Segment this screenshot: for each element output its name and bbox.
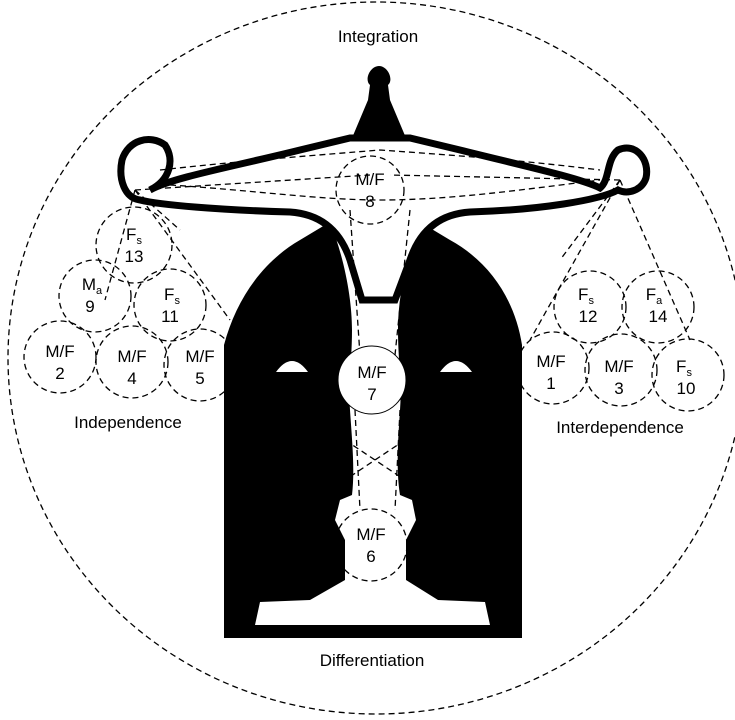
balance-beam [121,138,647,300]
node-6-num: 6 [366,547,375,566]
label-integration: Integration [338,27,418,46]
node-6-main: M/F [356,525,385,544]
node-circle-11 [134,269,206,341]
node-circle-13 [96,207,172,283]
node-14-num: 14 [649,307,668,326]
node-11-main: Fs [164,285,180,307]
node-3-main: M/F [604,357,633,376]
node-circle-6 [335,509,407,581]
node-7-num: 7 [367,385,376,404]
node-10-num: 10 [677,379,696,398]
label-differentiation: Differentiation [320,651,425,670]
node-14-main: Fa [646,285,663,307]
node-5-main: M/F [185,347,214,366]
node-7-main: M/F [357,363,386,382]
top-finial [352,66,406,138]
node-4-main: M/F [117,347,146,366]
node-8-num: 8 [365,192,374,211]
label-interdependence: Interdependence [556,418,684,437]
label-independence: Independence [74,413,182,432]
node-13-main: Fs [126,225,142,247]
node-5-num: 5 [195,369,204,388]
node-1-main: M/F [536,352,565,371]
node-4-num: 4 [127,369,136,388]
node-2-main: M/F [45,342,74,361]
node-9-main: Ma [82,275,103,297]
node-circle-9 [59,260,131,332]
node-9-num: 9 [85,297,94,316]
node-8-main: M/F [355,170,384,189]
node-1-num: 1 [546,374,555,393]
node-11-num: 11 [161,307,179,326]
node-13-num: 13 [125,247,144,266]
node-3-num: 3 [614,379,623,398]
node-12-main: Fs [578,285,594,307]
node-12-num: 12 [579,307,598,326]
node-2-num: 2 [55,364,64,383]
node-10-main: Fs [676,357,692,379]
